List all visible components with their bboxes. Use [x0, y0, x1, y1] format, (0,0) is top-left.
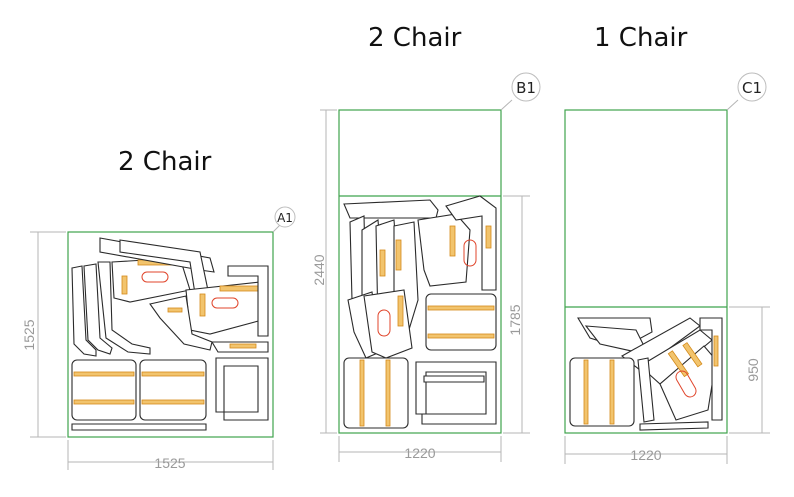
sheet-b1-tag: B1 [516, 79, 536, 97]
leg-part [97, 261, 151, 355]
sheet-c1-parts [569, 317, 723, 431]
leg-part [83, 263, 113, 355]
sheet-a1-width-label: 1525 [154, 455, 185, 471]
sheet-b1-tag-circle [511, 72, 541, 102]
sheet-c1-title: 1 Chair [594, 23, 688, 53]
sheet-c1-tag: C1 [742, 79, 762, 97]
sheet-c1-outline [564, 109, 728, 434]
sheet-b1-title: 2 Chair [368, 23, 462, 53]
frame-part [445, 195, 497, 291]
sheet-a1-tag-circle [274, 206, 296, 228]
seat-board [425, 293, 497, 351]
sheet-a1-tag: A1 [277, 211, 293, 225]
sheet-a1: 2 Chair A1 1525 1525 [21, 147, 296, 471]
seat-board [569, 357, 635, 427]
sheet-c1: 1 Chair C1 1220 950 [564, 23, 770, 464]
sheet-c1-width-label: 1220 [630, 447, 661, 463]
seat-board [71, 359, 137, 421]
sheet-c1-tag-circle [737, 72, 767, 102]
sheet-b1-inner-height-label: 1785 [507, 304, 523, 335]
frame-part [149, 295, 213, 351]
rail-part [639, 421, 709, 431]
leg-part [637, 357, 655, 423]
sheet-b1-outline [338, 109, 502, 434]
sheet-a1-height-label: 1525 [21, 319, 37, 350]
leg-part [71, 265, 97, 357]
rail-part [423, 375, 485, 383]
sheet-b1-height-label: 2440 [311, 254, 327, 285]
frame-part [227, 265, 269, 337]
seat-board [343, 357, 409, 429]
sheet-a1-title: 2 Chair [118, 147, 212, 177]
frame-part [415, 361, 497, 425]
sheet-b1-width-label: 1220 [404, 445, 435, 461]
sheet-b1-parts [343, 195, 497, 429]
sheet-b1: 2 Chair B1 1220 2440 1785 [311, 23, 541, 462]
sheet-a1-outline [67, 231, 274, 438]
seat-board [139, 359, 207, 421]
seat-panel [417, 213, 471, 287]
rail-part [71, 423, 207, 431]
rail-part [343, 199, 439, 219]
frame-part [215, 357, 269, 421]
sheet-c1-inner-height-label: 950 [745, 358, 761, 382]
seat-panel [363, 289, 413, 359]
sheet-a1-parts [71, 237, 269, 431]
